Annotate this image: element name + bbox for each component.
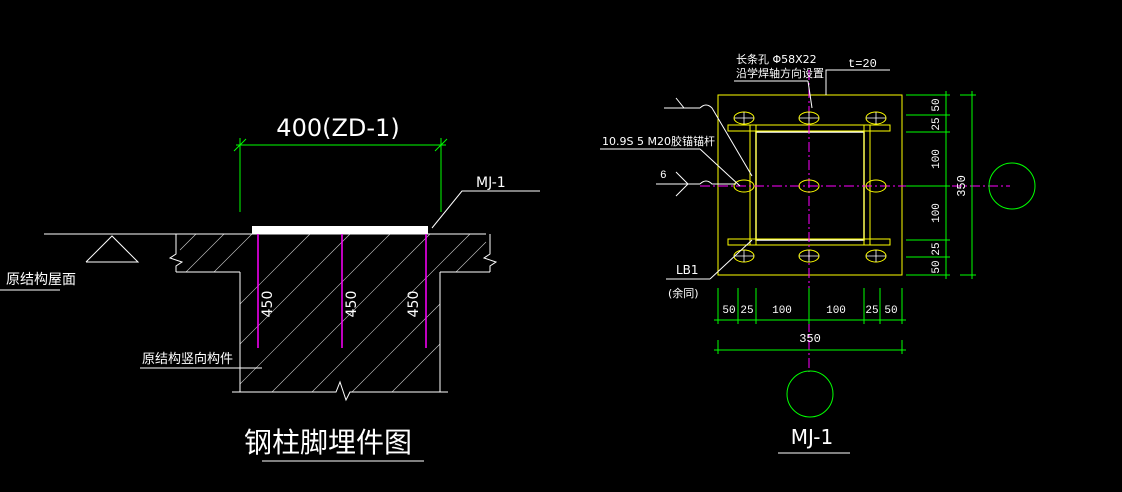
axis-bubble-bottom [786,370,834,418]
base-plate [717,94,903,276]
roof-label: 原结构屋面 [6,272,76,288]
right-view: 长条孔 Φ58X22 沿学焊轴方向设置 t=20 10.9S 5 M20胶锚锚杆… [600,52,1036,454]
right-dim-2: 25 [931,117,943,130]
anchor-bolt-label: 10.9S 5 M20胶锚锚杆 [602,134,715,148]
right-overall: 350 [955,175,969,197]
lb-leader [666,239,753,280]
right-title: MJ-1 [791,425,833,449]
bottom-dim-2: 25 [740,305,753,317]
axis-bubble-right [988,162,1036,210]
dimension-label: 400(ZD-1) [276,114,399,142]
right-dim-1: 50 [931,98,943,111]
lb-note: (余同) [668,286,699,300]
lb-label: LB1 [676,263,699,277]
slot-note-line1: 长条孔 Φ58X22 [736,52,817,66]
bottom-dim-5: 25 [865,305,878,317]
axis-lines [700,70,1010,372]
mj1-leader-label: MJ-1 [476,175,506,191]
slot-note-leader [734,69,890,109]
right-dim-6: 50 [931,260,943,273]
right-dim-3: 100 [931,149,943,169]
right-dimension-lines [906,91,976,279]
left-view: 400(ZD-1) MJ-1 [0,114,540,462]
elevation-marker [0,235,140,291]
slot-note-line2: 沿学焊轴方向设置 [736,66,824,80]
weld-size: 6 [660,170,667,182]
member-label: 原结构竖向构件 [142,351,233,367]
anchor-bolt-leader [600,148,741,187]
bottom-dimension-lines [714,288,906,354]
plate-thickness: t=20 [848,57,877,71]
weld-symbol-mid [656,171,736,197]
anchor-bars [257,234,427,348]
right-dim-5: 25 [931,242,943,255]
bottom-dim-1: 50 [722,305,735,317]
bottom-dim-3: 100 [772,305,792,317]
rebar-depth-1: 450 [260,291,276,318]
bottom-dim-4: 100 [826,305,846,317]
left-title: 钢柱脚埋件图 [244,426,412,459]
weld-symbol-top [664,97,753,177]
bottom-overall: 350 [799,332,821,346]
rebar-depth-2: 450 [344,291,360,318]
bottom-dim-6: 50 [884,305,897,317]
bolt-crosshairs [734,112,886,262]
overall-dimension [233,138,448,212]
right-dim-4: 100 [931,203,943,223]
mj1-leader [431,190,540,229]
embedded-plate [252,226,428,234]
rebar-depth-3: 450 [406,291,422,318]
